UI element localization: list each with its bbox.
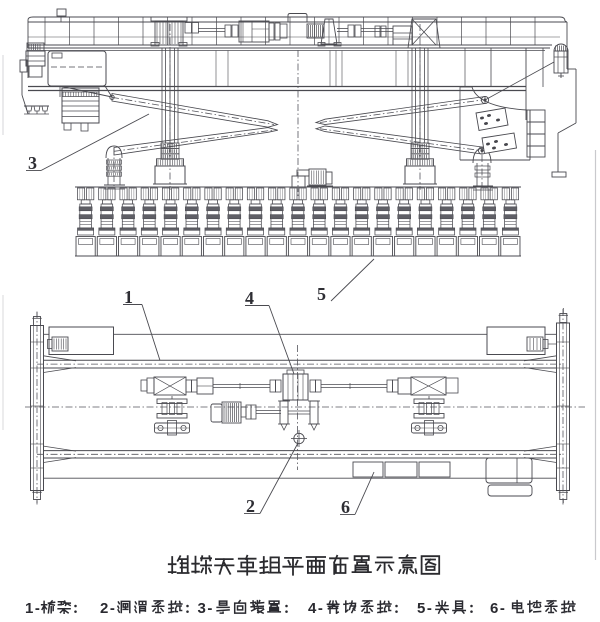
svg-text:-: - xyxy=(207,600,212,617)
svg-text:6: 6 xyxy=(341,497,350,517)
svg-text:1: 1 xyxy=(124,287,133,307)
svg-text:-: - xyxy=(35,600,40,617)
svg-text:3: 3 xyxy=(198,600,206,617)
svg-text:1: 1 xyxy=(25,600,33,617)
svg-text:6: 6 xyxy=(490,600,498,617)
svg-text:-: - xyxy=(500,600,505,617)
svg-text:4: 4 xyxy=(245,288,254,308)
svg-text:-: - xyxy=(110,600,115,617)
svg-text:-: - xyxy=(318,600,323,617)
svg-text:4: 4 xyxy=(308,600,317,617)
svg-text:2: 2 xyxy=(100,600,108,617)
svg-text:2: 2 xyxy=(246,496,255,516)
svg-text:-: - xyxy=(427,600,432,617)
svg-text:5: 5 xyxy=(417,600,425,617)
svg-text:3: 3 xyxy=(28,153,37,173)
svg-text:5: 5 xyxy=(317,284,326,304)
